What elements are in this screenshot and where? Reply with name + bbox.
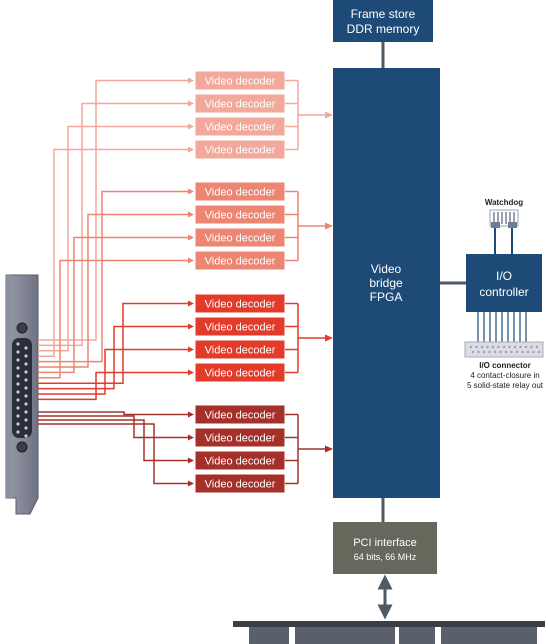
video-decoder-label: Video decoder	[205, 299, 276, 311]
watchdog-label: Watchdog	[485, 198, 523, 207]
video-decoder-label: Video decoder	[205, 76, 276, 88]
video-decoder: Video decoder	[194, 250, 286, 271]
io-controller-line2: controller	[479, 285, 528, 299]
video-decoder: Video decoder	[194, 427, 286, 448]
connector-pin	[16, 422, 20, 426]
video-decoder-label: Video decoder	[205, 145, 276, 157]
frame-store-line2: DDR memory	[347, 22, 420, 36]
video-decoder-label: Video decoder	[205, 322, 276, 334]
connector-pin	[16, 430, 20, 434]
fpga-line3: FPGA	[370, 290, 403, 304]
video-decoder: Video decoder	[194, 339, 286, 360]
connector-pin	[16, 382, 20, 386]
pci-title: PCI interface	[353, 537, 417, 549]
watchdog-block: Watchdog	[485, 198, 523, 254]
io-connector-block: I/O connector 4 contact-closure in 5 sol…	[464, 341, 544, 390]
pci-subtitle: 64 bits, 66 MHz	[354, 552, 417, 562]
connector-pin	[24, 418, 28, 422]
video-decoder: Video decoder	[194, 473, 286, 494]
video-decoder-label: Video decoder	[205, 410, 276, 422]
video-decoder-label: Video decoder	[205, 345, 276, 357]
video-decoder: Video decoder	[194, 70, 286, 91]
connector-pin	[24, 370, 28, 374]
video-decoder: Video decoder	[194, 404, 286, 425]
video-decoder: Video decoder	[194, 450, 286, 471]
connector-pin	[24, 394, 28, 398]
io-connector-line1: 4 contact-closure in	[470, 371, 539, 380]
video-decoder: Video decoder	[194, 93, 286, 114]
frame-store-box: Frame store DDR memory	[333, 0, 433, 68]
connector-pin	[16, 406, 20, 410]
connector-pin	[16, 366, 20, 370]
io-connector-lines	[477, 312, 527, 342]
connector-pin	[16, 398, 20, 402]
video-decoder-label: Video decoder	[205, 433, 276, 445]
connector-pin	[16, 390, 20, 394]
connector-pin	[24, 346, 28, 350]
pci-edge-connector	[233, 621, 545, 644]
video-decoder: Video decoder	[194, 293, 286, 314]
video-decoder-label: Video decoder	[205, 187, 276, 199]
io-connector-title: I/O connector	[479, 361, 531, 370]
video-decoder: Video decoder	[194, 316, 286, 337]
video-decoder: Video decoder	[194, 204, 286, 225]
video-decoder-label: Video decoder	[205, 210, 276, 222]
video-decoder-label: Video decoder	[205, 368, 276, 380]
video-decoder: Video decoder	[194, 181, 286, 202]
io-controller-box: I/O controller	[466, 254, 542, 312]
connector-pin	[24, 378, 28, 382]
video-decoder: Video decoder	[194, 116, 286, 137]
video-decoder-label: Video decoder	[205, 233, 276, 245]
connector-pin	[24, 362, 28, 366]
fpga-line1: Video	[371, 262, 402, 276]
connector-pin	[24, 426, 28, 430]
connector-pin	[24, 434, 28, 438]
connector-pin	[16, 350, 20, 354]
connector-pin	[24, 402, 28, 406]
connector-pin	[16, 342, 20, 346]
fpga-line2: bridge	[369, 276, 403, 290]
video-decoder: Video decoder	[194, 362, 286, 383]
video-decoder: Video decoder	[194, 227, 286, 248]
connector-pin	[24, 386, 28, 390]
fpga-box: Video bridge FPGA	[333, 68, 440, 498]
io-connector-line2: 5 solid-state relay out	[467, 381, 544, 390]
connector-pin	[16, 374, 20, 378]
video-decoder-label: Video decoder	[205, 99, 276, 111]
video-decoder-label: Video decoder	[205, 256, 276, 268]
connector-pin	[16, 414, 20, 418]
db-connector	[12, 322, 32, 453]
connector-pin	[24, 410, 28, 414]
decoder-input-wires	[38, 77, 194, 487]
video-decoder-label: Video decoder	[205, 122, 276, 134]
connector-pin	[24, 354, 28, 358]
frame-store-line1: Frame store	[351, 7, 416, 21]
video-decoder: Video decoder	[194, 139, 286, 160]
decoder-output-lines	[285, 79, 333, 485]
pci-interface-box: PCI interface 64 bits, 66 MHz	[333, 522, 437, 574]
io-controller-line1: I/O	[496, 269, 512, 283]
connector-pin	[16, 358, 20, 362]
watchdog-pins	[493, 212, 515, 224]
video-decoder-label: Video decoder	[205, 479, 276, 491]
video-decoder-label: Video decoder	[205, 456, 276, 468]
